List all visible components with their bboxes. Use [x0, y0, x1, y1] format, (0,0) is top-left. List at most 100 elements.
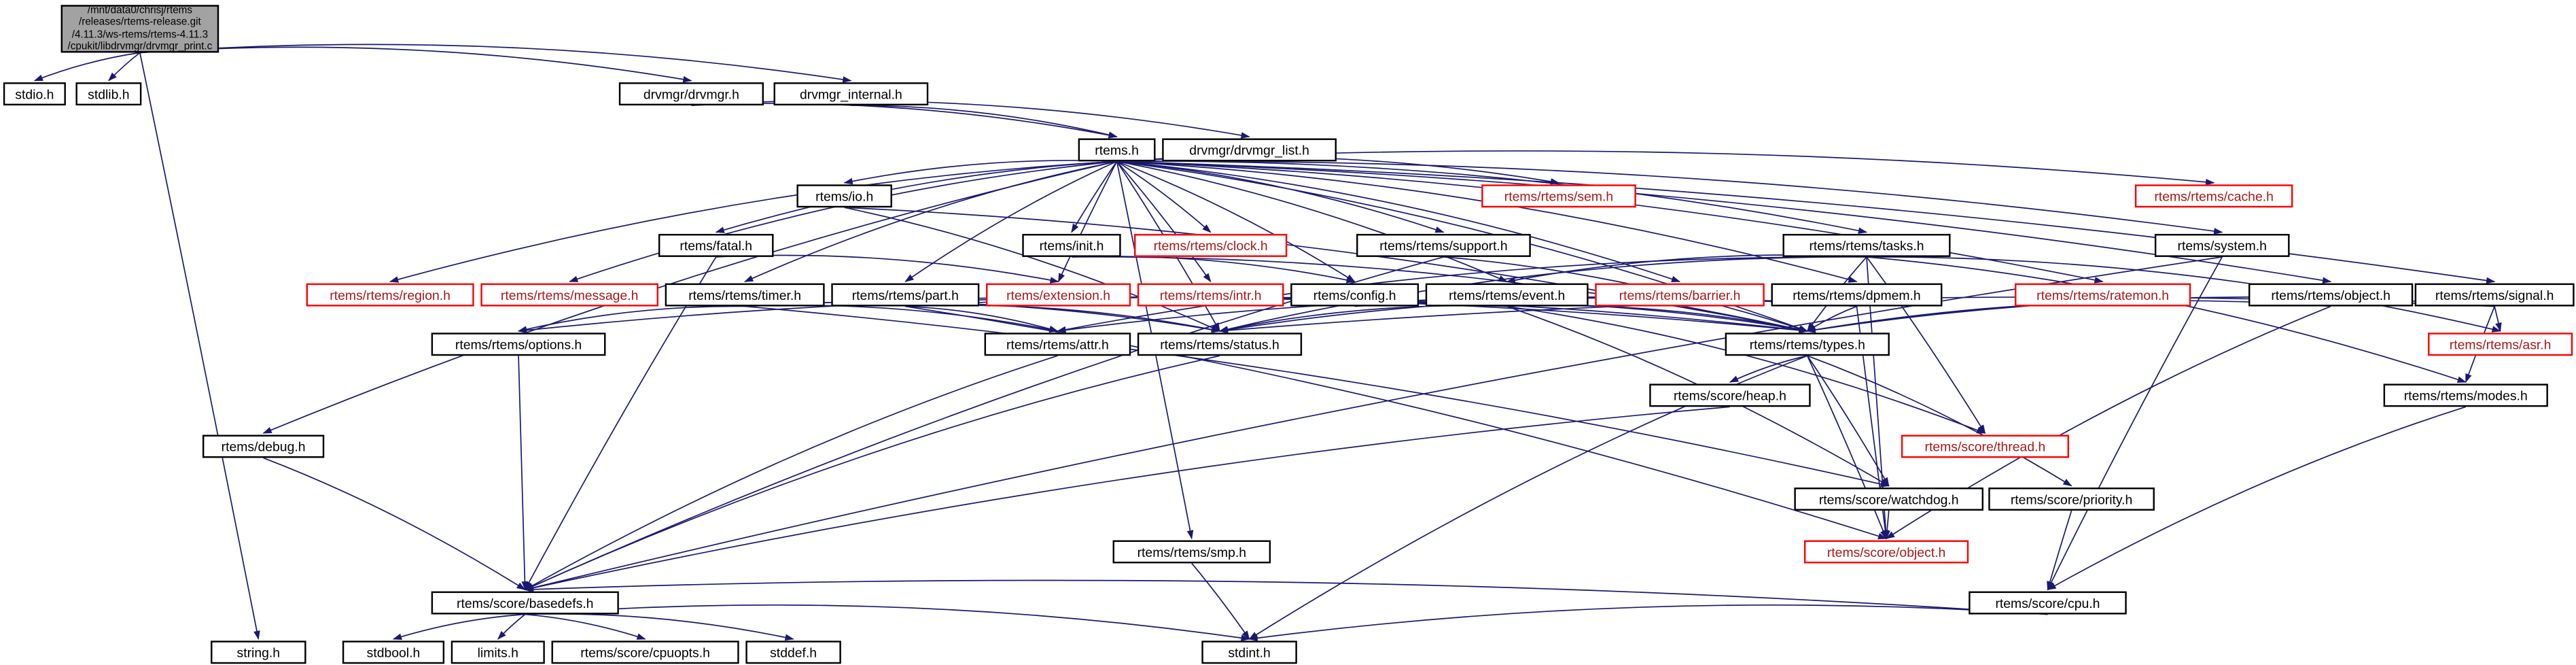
graph-node-asr[interactable]: rtems/rtems/asr.h [2428, 332, 2573, 356]
graph-edge-rtems-to-robject [1116, 160, 2332, 284]
graph-node-message[interactable]: rtems/rtems/message.h [480, 283, 658, 307]
graph-edge-init-to-config [1071, 256, 1356, 284]
graph-edge-basedefs-to-cpuopts [525, 613, 646, 640]
graph-edge-drvmgr_internal-to-rtems [851, 105, 1118, 138]
graph-node-stdlib[interactable]: stdlib.h [75, 82, 142, 106]
graph-edge-rtems-to-region [389, 160, 1117, 283]
graph-edge-rtems-to-event [1116, 160, 1508, 283]
graph-edge-options-to-basedefs [518, 356, 529, 591]
graph-edge-fatal-to-basedefs [524, 256, 717, 591]
graph-node-drvmgr[interactable]: drvmgr/drvmgr.h [618, 82, 764, 106]
graph-edge-timer-to-attr [745, 305, 1059, 333]
graph-node-options[interactable]: rtems/rtems/options.h [431, 332, 606, 356]
graph-node-part[interactable]: rtems/rtems/part.h [831, 283, 980, 307]
graph-node-rtems[interactable]: rtems.h [1078, 138, 1156, 162]
graph-edge-types-to-priority [1807, 355, 2072, 487]
graph-edge-system-to-cpu [2047, 256, 2223, 591]
graph-edge-drvmgr-to-drvmgr_list [691, 100, 1250, 139]
graph-node-priority[interactable]: rtems/score/priority.h [1988, 488, 2155, 511]
graph-edge-src-to-stdio [33, 52, 141, 82]
graph-node-sobject[interactable]: rtems/score/object.h [1803, 540, 1969, 564]
graph-node-status[interactable]: rtems/rtems/status.h [1137, 332, 1303, 356]
graph-edge-rtems-to-intr [1116, 160, 1212, 283]
graph-edge-rtems-to-debug [262, 160, 1117, 434]
graph-node-string[interactable]: string.h [211, 641, 306, 664]
graph-edge-types-to-watchdog [1807, 355, 1890, 487]
graph-node-dpmem[interactable]: rtems/rtems/dpmem.h [1771, 283, 1943, 307]
graph-node-modes[interactable]: rtems/rtems/modes.h [2383, 383, 2548, 407]
graph-node-heap[interactable]: rtems/score/heap.h [1649, 383, 1811, 407]
graph-edge-basedefs-to-limits [497, 613, 526, 640]
graph-edge-cpu-to-basedefs [524, 579, 2048, 615]
graph-node-attr[interactable]: rtems/rtems/attr.h [984, 332, 1131, 356]
graph-node-watchdog[interactable]: rtems/score/watchdog.h [1794, 488, 1983, 511]
graph-edge-io-to-types [844, 207, 1808, 333]
graph-node-system[interactable]: rtems/system.h [2154, 233, 2290, 257]
graph-edge-tasks-to-attr [1057, 256, 1867, 333]
graph-edge-basedefs-to-stdbool [392, 613, 525, 640]
graph-node-barrier[interactable]: rtems/rtems/barrier.h [1595, 283, 1765, 307]
graph-edge-tasks-to-asr [1866, 256, 2501, 332]
graph-node-basedefs[interactable]: rtems/score/basedefs.h [431, 591, 619, 615]
graph-edge-heap-to-basedefs [524, 406, 1731, 592]
graph-edge-io-to-status [844, 207, 1221, 332]
graph-edge-cpu-to-stdint [1248, 604, 2048, 642]
graph-node-support[interactable]: rtems/rtems/support.h [1356, 233, 1531, 257]
graph-node-init[interactable]: rtems/init.h [1022, 233, 1121, 257]
graph-edge-tasks-to-modes [1866, 256, 2467, 383]
graph-node-thread[interactable]: rtems/score/thread.h [1901, 434, 2069, 458]
graph-edge-src-to-drvmgr_internal [139, 44, 852, 83]
graph-edge-debug-to-basedefs [263, 457, 526, 590]
graph-node-extension[interactable]: rtems/extension.h [986, 283, 1131, 307]
graph-node-region[interactable]: rtems/rtems/region.h [306, 283, 474, 307]
graph-node-ratemon[interactable]: rtems/rtems/ratemon.h [2015, 283, 2191, 307]
graph-node-robject[interactable]: rtems/rtems/object.h [2248, 283, 2414, 307]
graph-edge-tasks-to-event [1506, 254, 1867, 284]
graph-node-limits[interactable]: limits.h [451, 641, 545, 664]
graph-edge-timer-to-options [517, 305, 745, 332]
graph-edge-part-to-attr [905, 305, 1059, 332]
graph-node-clock[interactable]: rtems/rtems/clock.h [1134, 233, 1288, 257]
graph-edge-rtems-to-init [1071, 160, 1118, 233]
graph-edge-rtems-to-barrier [1116, 160, 1681, 283]
graph-edge-attr-to-basedefs [524, 355, 1058, 590]
graph-edge-basedefs-to-stddef [525, 613, 794, 641]
graph-node-sem[interactable]: rtems/rtems/sem.h [1481, 184, 1636, 208]
graph-node-cache[interactable]: rtems/rtems/cache.h [2134, 184, 2293, 208]
graph-node-types[interactable]: rtems/rtems/types.h [1725, 332, 1890, 356]
graph-edge-tasks-to-thread [1866, 256, 1986, 434]
graph-edge-init-to-types [1071, 256, 1808, 333]
graph-node-intr[interactable]: rtems/rtems/intr.h [1137, 283, 1284, 307]
graph-node-debug[interactable]: rtems/debug.h [202, 434, 325, 458]
graph-node-config[interactable]: rtems/config.h [1290, 283, 1419, 307]
graph-edge-modes-to-cpu [2047, 406, 2467, 590]
graph-edge-rtems-to-message [569, 160, 1117, 283]
graph-edge-basedefs-to-stdint [525, 604, 1250, 641]
graph-edge-tasks-to-status [1218, 256, 1867, 332]
graph-edge-types-to-heap [1729, 355, 1807, 383]
graph-node-cpuopts[interactable]: rtems/score/cpuopts.h [551, 641, 739, 664]
graph-edge-rtems-to-dpmem [1116, 160, 1858, 283]
graph-node-event[interactable]: rtems/rtems/event.h [1425, 283, 1589, 307]
graph-node-fatal[interactable]: rtems/fatal.h [658, 233, 774, 257]
graph-node-src[interactable]: /mnt/data0/chrisj/rtems /releases/rtems-… [60, 5, 219, 53]
graph-node-stdio[interactable]: stdio.h [3, 82, 66, 106]
graph-node-drvmgr_list[interactable]: drvmgr/drvmgr_list.h [1162, 138, 1337, 162]
graph-node-tasks[interactable]: rtems/rtems/tasks.h [1782, 233, 1951, 257]
graph-node-drvmgr_internal[interactable]: drvmgr_internal.h [773, 82, 929, 106]
graph-edge-src-to-stdlib [108, 52, 141, 82]
graph-node-signal[interactable]: rtems/rtems/signal.h [2414, 283, 2575, 307]
graph-node-cpu[interactable]: rtems/score/cpu.h [1969, 591, 2127, 615]
graph-node-stdbool[interactable]: stdbool.h [342, 641, 445, 664]
graph-edge-drvmgr-to-rtems [691, 103, 1118, 139]
graph-node-timer[interactable]: rtems/rtems/timer.h [665, 283, 825, 307]
graph-node-io[interactable]: rtems/io.h [796, 184, 892, 208]
graph-node-smp[interactable]: rtems/rtems/smp.h [1112, 540, 1271, 564]
graph-edge-signal-to-asr [2494, 306, 2502, 332]
graph-edge-status-to-basedefs [524, 355, 1220, 590]
graph-edge-system-to-basedefs [524, 256, 2223, 592]
graph-node-stdint[interactable]: stdint.h [1201, 641, 1297, 664]
graph-edge-timer-to-watchdog [745, 305, 1890, 488]
graph-edge-smp-to-stdint [1191, 562, 1250, 640]
graph-node-stddef[interactable]: stddef.h [745, 641, 841, 664]
